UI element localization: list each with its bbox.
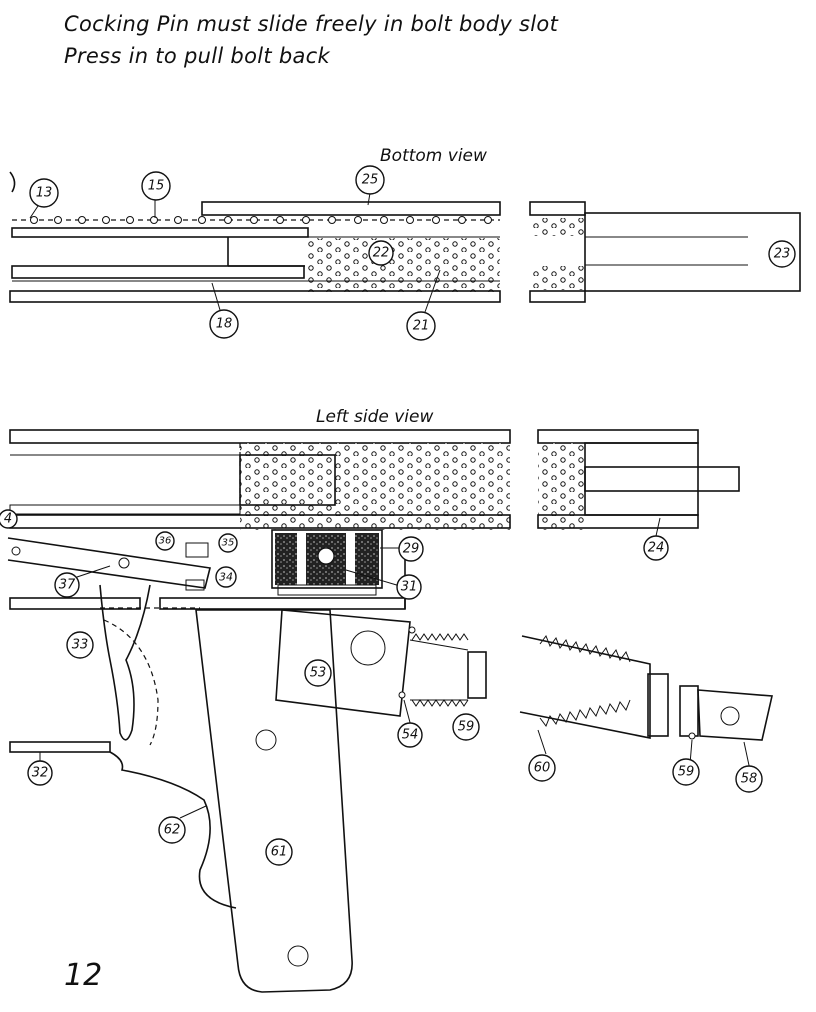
svg-text:32: 32 [32,766,49,781]
svg-text:58: 58 [741,772,758,787]
callout-24: 24 [643,535,669,561]
callout-59: 59 [452,713,480,741]
callout-18: 18 [209,309,239,339]
svg-text:29: 29 [403,542,420,557]
callout-15: 15 [141,171,171,201]
left-view-label: Left side view [316,407,433,427]
svg-text:53: 53 [310,666,327,681]
callout-34: 34 [215,566,237,588]
svg-text:36: 36 [159,536,172,547]
callout-4: 4 [0,509,18,529]
svg-text:35: 35 [222,538,235,549]
callout-21: 21 [406,311,436,341]
callout-62: 62 [158,816,186,844]
svg-text:22: 22 [373,246,390,261]
svg-text:4: 4 [4,512,12,527]
callout-61: 61 [265,838,293,866]
svg-text:13: 13 [36,186,53,201]
callout-37: 37 [54,572,80,598]
callout-36: 36 [155,531,175,551]
svg-text:37: 37 [59,578,76,593]
callout-53: 53 [304,659,332,687]
callout-60: 60 [528,754,556,782]
svg-text:25: 25 [362,173,379,188]
callout-32: 32 [27,760,53,786]
note-line-1: Cocking Pin must slide freely in bolt bo… [64,12,559,36]
bottom-view-label: Bottom view [380,146,487,166]
callout-29: 29 [398,536,424,562]
callout-58: 58 [735,765,763,793]
page-number: 12 [64,958,103,993]
callout-31: 31 [396,574,422,600]
svg-text:24: 24 [648,541,665,556]
callout-33: 33 [66,631,94,659]
callout-22: 22 [368,240,394,266]
svg-text:34: 34 [219,571,233,584]
callout-35: 35 [218,533,238,553]
svg-text:59: 59 [458,720,475,735]
note-line-2: Press in to pull bolt back [64,44,330,68]
svg-text:60: 60 [534,761,551,776]
svg-text:18: 18 [216,317,233,332]
svg-text:23: 23 [774,247,791,262]
callout-54: 54 [397,722,423,748]
callout-23: 23 [768,240,796,268]
svg-text:33: 33 [72,638,89,653]
svg-text:31: 31 [401,580,418,595]
svg-text:61: 61 [271,845,288,860]
bottom-hole-row-top [30,216,492,224]
callout-13: 13 [29,178,59,208]
callout-59-fitting: 59 [672,758,700,786]
svg-text:21: 21 [413,319,430,334]
callout-25: 25 [355,165,385,195]
svg-text:59: 59 [678,765,695,780]
svg-text:62: 62 [164,823,181,838]
svg-text:54: 54 [402,728,419,743]
svg-text:15: 15 [148,179,165,194]
